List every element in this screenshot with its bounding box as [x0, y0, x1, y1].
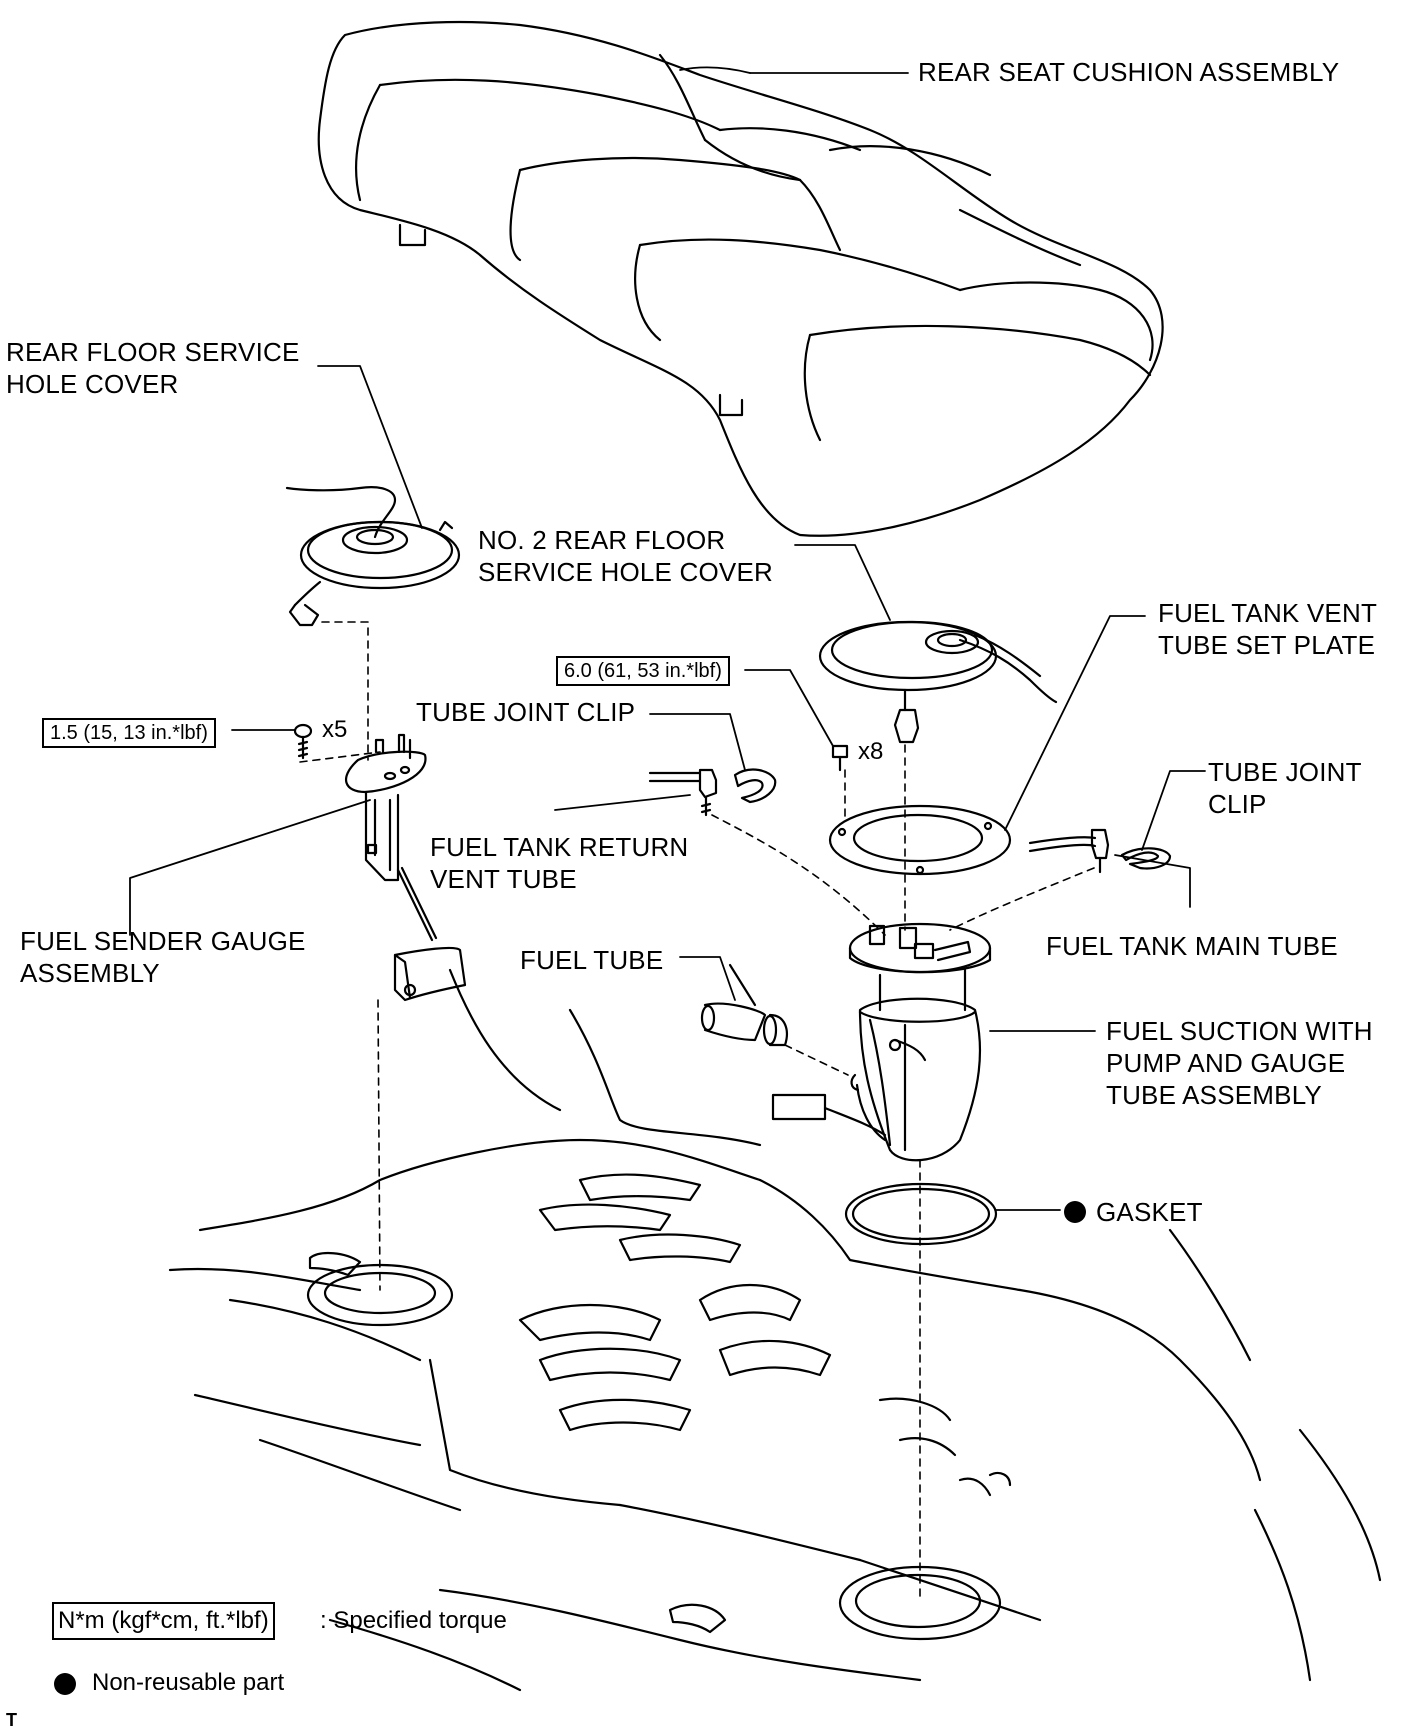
label-fuel-suction-pump-line2: PUMP AND GAUGE: [1106, 1048, 1346, 1078]
fuel-suction-pump-drawing: [771, 922, 992, 1162]
tube-joint-clip-2-drawing: [1120, 847, 1172, 870]
sender-screw-drawing: [293, 723, 313, 760]
legend-torque-format: N*m (kgf*cm, ft.*lbf): [52, 1602, 275, 1640]
return-vent-tube-drawing: [648, 768, 718, 817]
label-gasket: GASKET: [1096, 1197, 1203, 1227]
quantity-plate-bolt: x8: [858, 738, 884, 765]
label-fuel-tank-return-vent-tube-line1: FUEL TANK RETURN: [430, 832, 689, 862]
plate-bolt-drawing: [831, 744, 849, 772]
tube-joint-clip-1-drawing: [733, 768, 777, 804]
legend-non-reusable-text: Non-reusable part: [92, 1669, 285, 1696]
label-fuel-tube: FUEL TUBE: [520, 945, 664, 975]
fuel-tank-vent-tube-set-plate-drawing: [828, 804, 1012, 876]
no2-rear-floor-service-hole-cover-drawing: [818, 620, 1058, 744]
label-fuel-tank-vent-tube-set-plate-line2: TUBE SET PLATE: [1158, 630, 1376, 660]
label-fuel-suction-pump-line3: TUBE ASSEMBLY: [1106, 1080, 1322, 1110]
leader-lines: [129, 66, 1206, 1211]
quantity-sender-screw: x5: [322, 716, 348, 743]
label-tube-joint-clip-1: TUBE JOINT CLIP: [416, 697, 636, 727]
torque-value-plate-bolt: 6.0 (61, 53 in.*lbf): [556, 656, 730, 686]
torque-value-sender-screw: 1.5 (15, 13 in.*lbf): [42, 718, 216, 748]
gasket-drawing: [844, 1182, 998, 1246]
legend-non-reusable-marker: [54, 1673, 76, 1695]
label-tube-joint-clip-2-line2: CLIP: [1208, 789, 1267, 819]
non-reusable-marker-gasket: [1064, 1201, 1086, 1223]
label-no2-rear-floor-service-hole-cover-line1: NO. 2 REAR FLOOR: [478, 525, 726, 555]
floor-pan-drawing: [168, 968, 1382, 1692]
fuel-tube-drawing: [700, 963, 788, 1047]
label-rear-seat-cushion-assembly: REAR SEAT CUSHION ASSEMBLY: [918, 57, 1340, 87]
label-fuel-suction-pump-line1: FUEL SUCTION WITH: [1106, 1016, 1373, 1046]
label-fuel-sender-gauge-assembly-line1: FUEL SENDER GAUGE: [20, 926, 306, 956]
corner-identifier: T: [6, 1710, 17, 1730]
assembly-axis-lines: [299, 621, 1095, 1601]
label-fuel-tank-vent-tube-set-plate-line1: FUEL TANK VENT: [1158, 598, 1378, 628]
fuel-tank-main-tube-drawing: [1028, 828, 1110, 874]
label-rear-floor-service-hole-cover-line2: HOLE COVER: [6, 369, 179, 399]
label-tube-joint-clip-2-line1: TUBE JOINT: [1208, 757, 1362, 787]
label-fuel-sender-gauge-assembly-line2: ASSEMBLY: [20, 958, 160, 988]
label-no2-rear-floor-service-hole-cover-line2: SERVICE HOLE COVER: [478, 557, 773, 587]
legend-torque-text: : Specified torque: [320, 1607, 507, 1634]
fuel-sender-gauge-drawing: [345, 733, 467, 1002]
rear-floor-service-hole-cover-drawing: [285, 486, 461, 627]
label-fuel-tank-main-tube: FUEL TANK MAIN TUBE: [1046, 931, 1338, 961]
label-rear-floor-service-hole-cover-line1: REAR FLOOR SERVICE: [6, 337, 300, 367]
rear-seat-cushion-drawing: [317, 20, 1164, 537]
label-fuel-tank-return-vent-tube-line2: VENT TUBE: [430, 864, 577, 894]
